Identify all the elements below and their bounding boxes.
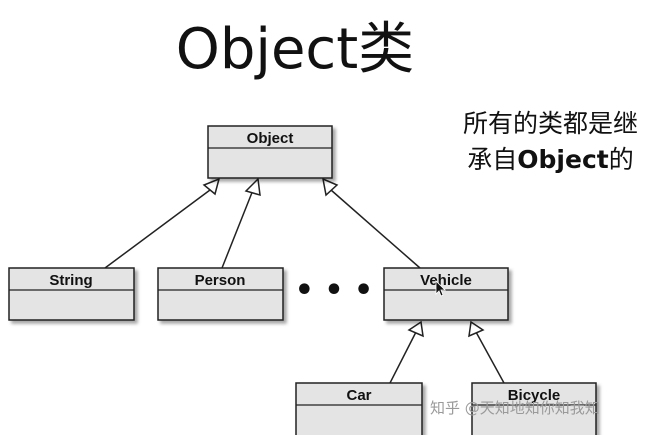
inheritance-lines [104, 189, 505, 384]
car-inherit-line [389, 331, 417, 384]
caption-line-2: 承自Object的 [438, 142, 663, 178]
mouse-cursor-icon [435, 280, 446, 297]
vehicle-arrowhead [322, 177, 339, 197]
string-arrowhead [202, 177, 221, 196]
class-box-object: Object [207, 125, 333, 179]
page-title: Object类 [175, 17, 415, 82]
class-box-person: Person [157, 267, 284, 321]
caption-suffix: 的 [608, 145, 634, 174]
class-name-person: Person [195, 272, 246, 289]
class-name-object: Object [247, 130, 294, 147]
bicycle-arrowhead [468, 320, 485, 338]
vehicle-inherit-line [330, 189, 421, 269]
class-box-vehicle: Vehicle [383, 267, 509, 321]
person-arrowhead [244, 177, 261, 197]
watermark-text: 知乎 @天知地知你知我知 [430, 399, 600, 417]
class-name-vehicle: Vehicle [420, 272, 472, 289]
class-name-car: Car [346, 387, 371, 404]
class-name-bicycle: Bicycle [508, 387, 561, 404]
caption-object-word: Object [517, 145, 609, 174]
bicycle-inherit-line [475, 331, 505, 384]
inheritance-arrowheads [202, 177, 485, 338]
class-box-bicycle: Bicycle [471, 382, 597, 435]
class-name-string: String [49, 272, 92, 289]
caption-line-1: 所有的类都是继 [462, 109, 638, 138]
person-inherit-line [221, 189, 254, 269]
caption-prefix: 承自 [467, 145, 518, 174]
car-arrowhead [407, 320, 424, 338]
ellipsis-dots: • • • [295, 273, 373, 308]
class-box-string: String [8, 267, 135, 321]
string-inherit-line [104, 189, 211, 269]
class-box-car: Car [295, 382, 423, 435]
caption-text: 所有的类都是继 承自Object的 [438, 106, 663, 178]
